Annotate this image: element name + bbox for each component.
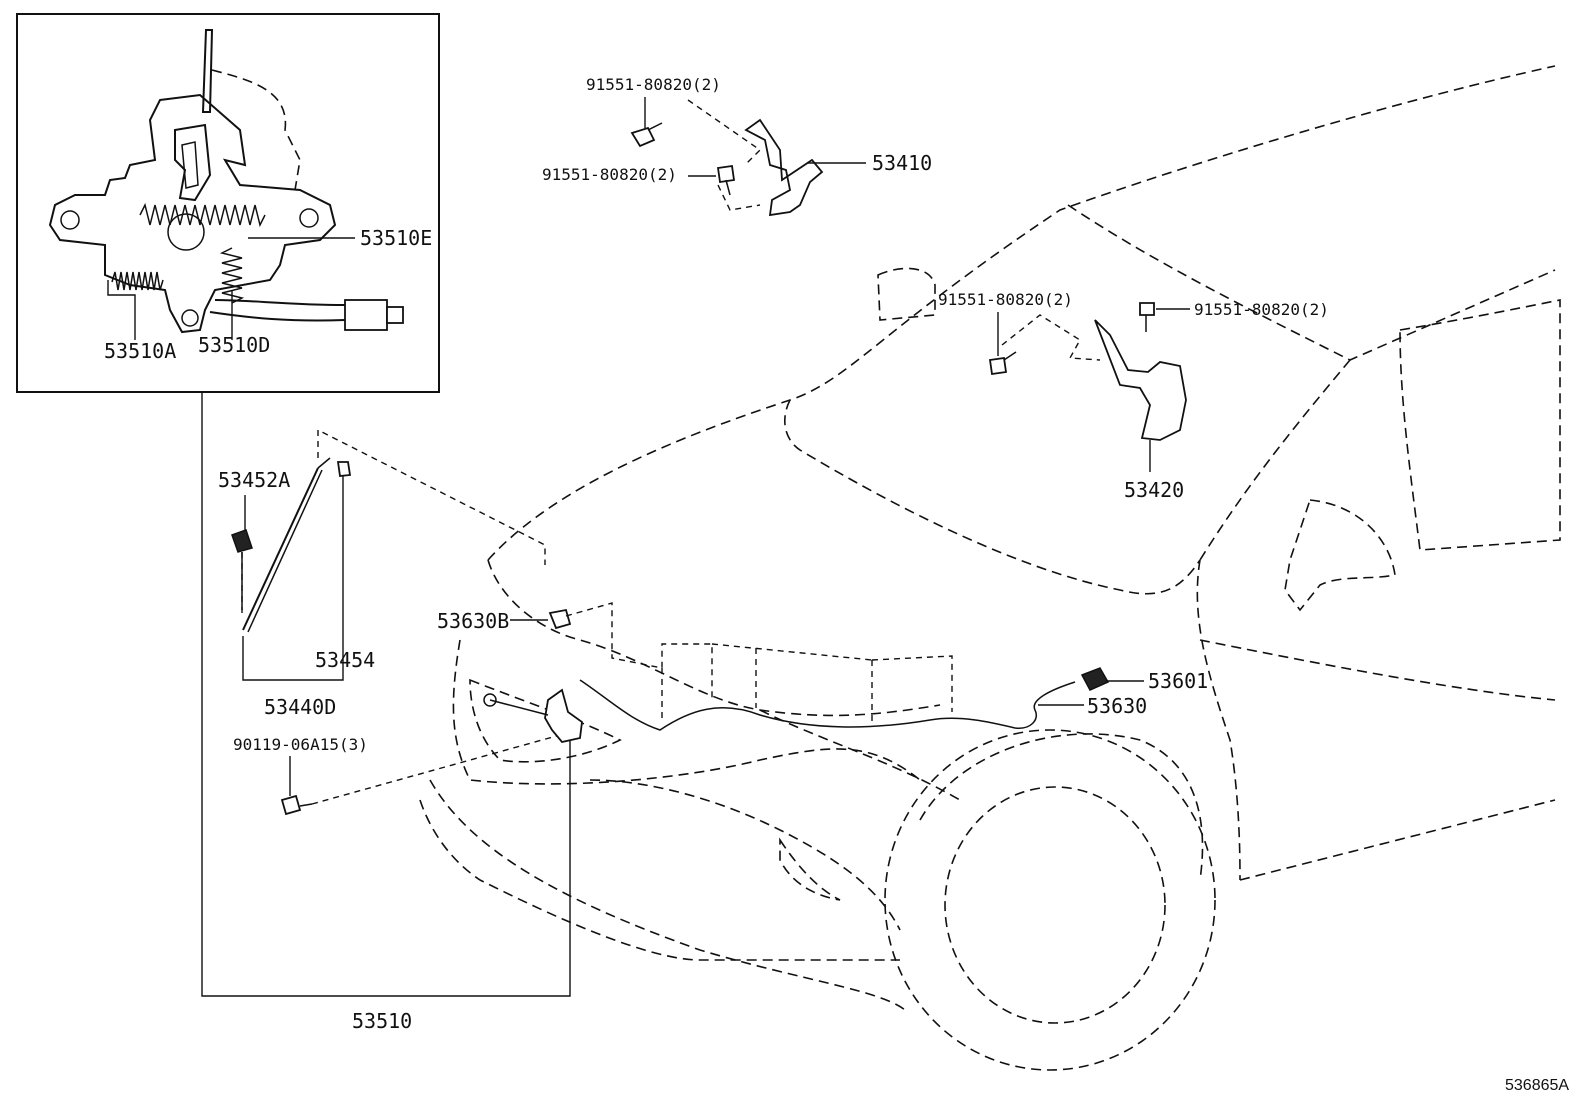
fog-lamp-bezel <box>779 837 841 901</box>
body-side-line <box>1199 639 1556 701</box>
hood-outline <box>487 65 1556 561</box>
label-bolt-hinge-right-left: 91551-80820(2) <box>938 290 1073 309</box>
hood-lock-assembly-bracket: 53510 <box>201 392 571 1033</box>
leader-53510A <box>107 280 136 340</box>
hood-prop-rod-2 <box>247 469 323 633</box>
hood-lock-and-cable: 53630B 53601 53630 <box>437 602 1208 743</box>
side-mirror <box>1284 499 1396 612</box>
inset-connector-tab <box>386 306 404 324</box>
cable-clamp-icon <box>548 608 572 630</box>
hood-front-edge <box>487 559 941 717</box>
hood-hinge-left <box>744 118 824 217</box>
vehicle-outline <box>419 65 1561 1071</box>
hood-prop-rod <box>242 467 319 631</box>
label-53454: 53454 <box>315 648 375 672</box>
inset-lock-cable <box>214 299 346 306</box>
prop-holder-icon <box>336 461 352 650</box>
bolt-icon-hinge-left-upper <box>630 122 663 148</box>
lock-bolt-group: 90119-06A15(3) <box>233 734 561 816</box>
label-53510: 53510 <box>352 1009 412 1033</box>
label-53452A: 53452A <box>218 468 290 492</box>
rocker-line <box>1239 799 1556 881</box>
front-grille-outline <box>452 639 921 785</box>
illustration-code: 536865A <box>1505 1077 1569 1094</box>
bracket-line-53510 <box>201 392 571 997</box>
headlamp-outline <box>469 678 622 763</box>
label-53630: 53630 <box>1087 694 1147 718</box>
fender-arch <box>919 733 1204 881</box>
a-pillar <box>1199 359 1351 561</box>
hood-hinge-left-group: 91551-80820(2) 91551-80820(2) 53410 <box>542 75 932 217</box>
label-53510A: 53510A <box>104 339 176 363</box>
label-bolt-lock: 90119-06A15(3) <box>233 735 368 754</box>
inset-rod-guide <box>211 69 301 191</box>
hinge-right-guide <box>1001 314 1101 361</box>
hood-lock-detail-inset: 53510E 53510A 53510D <box>16 13 440 393</box>
hood-lock-rod-end <box>483 693 497 707</box>
release-cable <box>579 679 1076 731</box>
hood-lock-body <box>544 688 583 743</box>
hinge-left-guide <box>687 99 762 211</box>
prop-rod-top-end <box>317 457 331 469</box>
label-53630B: 53630B <box>437 609 509 633</box>
label-53510D: 53510D <box>198 333 270 357</box>
lock-bolt-guide <box>311 734 561 805</box>
windshield-lower-edge <box>784 399 1201 595</box>
inset-cable-connector <box>344 299 388 331</box>
bumper-lower-lip <box>419 799 900 961</box>
inset-ratchet-disc <box>167 213 205 251</box>
inset-release-rod <box>201 29 214 113</box>
lower-bumper <box>429 779 906 1011</box>
inset-mount-hole-left <box>60 210 80 230</box>
inset-spring-e <box>139 202 266 228</box>
front-fascia-curve <box>589 779 901 931</box>
inset-lock-cable-lower <box>209 311 346 322</box>
hood-hinge-right <box>1094 319 1187 441</box>
bolt-icon-hinge-right-left <box>988 351 1017 376</box>
bolt-icon-hinge-left-lower <box>716 164 736 196</box>
front-wheel-outer <box>884 729 1216 1071</box>
inset-mount-hole-bottom <box>181 309 199 327</box>
inset-latch-hook <box>174 123 212 202</box>
inset-spring-d <box>219 247 245 304</box>
prop-rod-guide <box>317 428 546 565</box>
hood-prop-rod-group: 53452A 53454 53440D <box>218 428 546 719</box>
bolt-icon-lock <box>280 794 313 816</box>
hood-lock-rod <box>489 699 549 716</box>
hood-hinge-right-group: 91551-80820(2) 91551-80820(2) 53420 <box>938 290 1329 502</box>
label-53410: 53410 <box>872 151 932 175</box>
label-53440D: 53440D <box>264 695 336 719</box>
windshield-upper-line <box>1067 204 1556 361</box>
front-fender <box>1196 559 1241 881</box>
bolt-icon-hinge-right-right <box>1139 302 1155 332</box>
leader-53440D <box>242 636 344 681</box>
release-lever-icon <box>1080 667 1110 691</box>
label-53420: 53420 <box>1124 478 1184 502</box>
front-wheel-inner <box>944 786 1166 1024</box>
inset-spring-a <box>111 271 164 291</box>
inset-frame <box>16 13 440 393</box>
inset-mount-hole-right <box>299 208 319 228</box>
inset-lock-base-plate <box>48 93 337 334</box>
label-bolt-hinge-right-right: 91551-80820(2) <box>1194 300 1329 319</box>
cable-clamp-guide <box>565 602 953 725</box>
label-53601: 53601 <box>1148 669 1208 693</box>
side-window <box>1399 299 1561 551</box>
label-53510E: 53510E <box>360 226 432 250</box>
label-bolt-hinge-left-upper: 91551-80820(2) <box>586 75 721 94</box>
label-bolt-hinge-left-lower: 91551-80820(2) <box>542 165 677 184</box>
left-mirror <box>877 267 936 321</box>
windshield-cowl <box>759 709 961 801</box>
inset-latch-slot <box>181 141 199 189</box>
